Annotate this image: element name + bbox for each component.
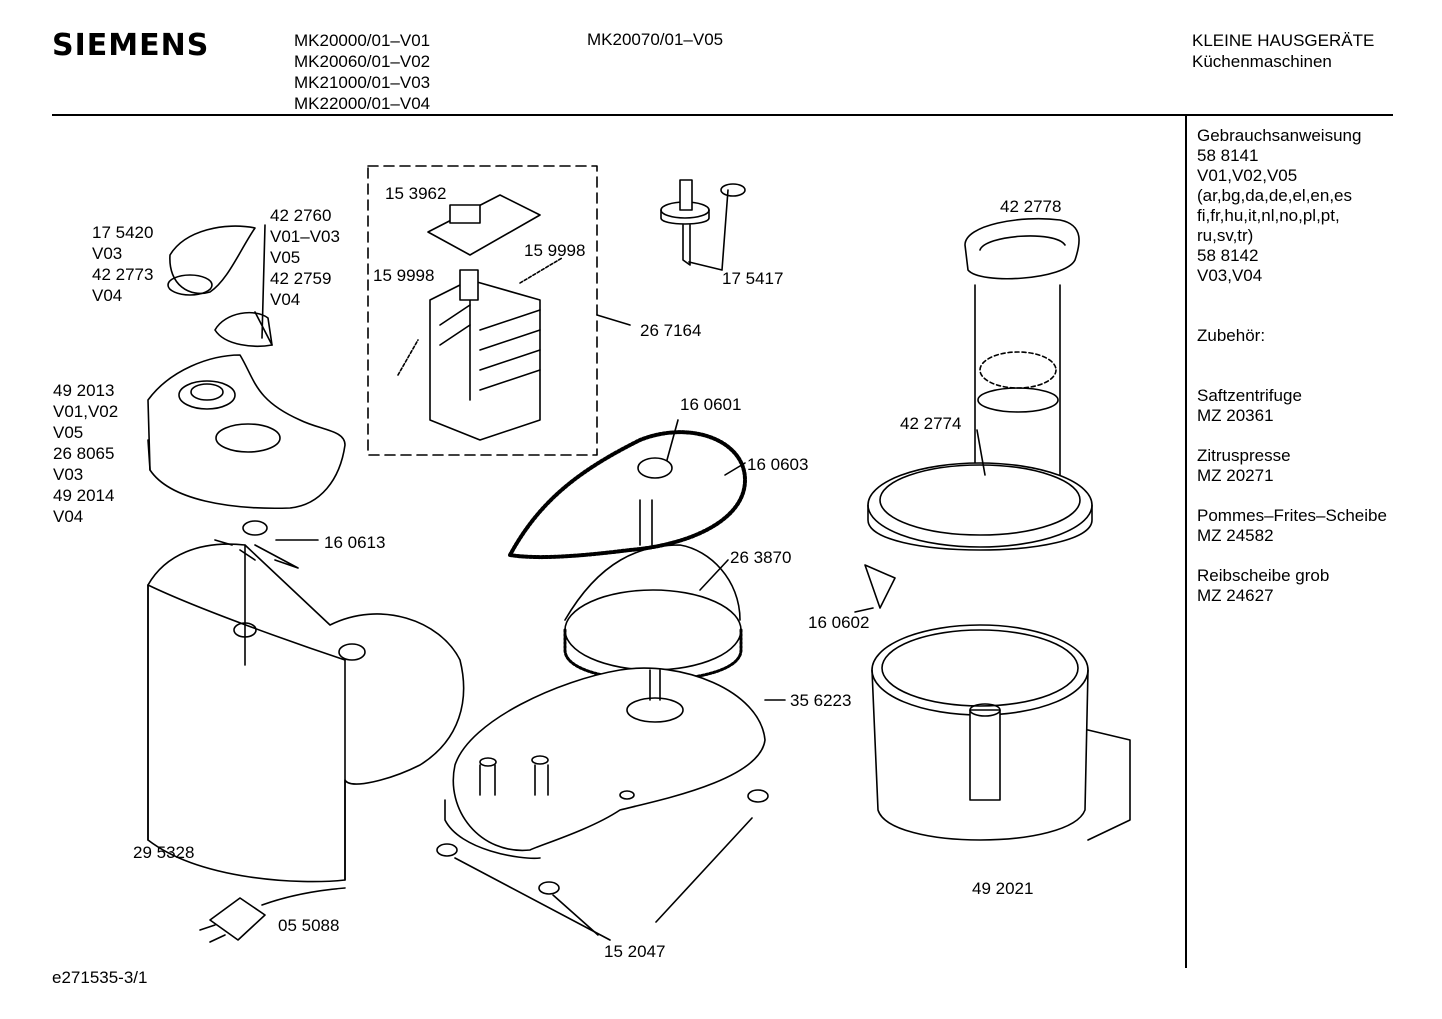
part-label-knob-small: 42 2760 V01–V03 V05 42 2759 V04 — [270, 205, 340, 310]
part-number: 42 2760 — [270, 206, 332, 225]
power-cord — [199, 887, 346, 943]
bowl-lid — [867, 462, 1093, 551]
part-label-belt: 16 0603 — [747, 455, 809, 474]
accessory-name: Pommes–Frites–Scheibe — [1197, 506, 1387, 525]
manual-line: (ar,bg,da,de,el,en,es — [1197, 186, 1353, 205]
part-variant: V01–V03 — [270, 227, 340, 246]
part-label-spring: 15 9998 — [373, 266, 435, 285]
circuit-board — [427, 194, 541, 256]
category-title: KLEINE HAUSGERÄTE — [1192, 31, 1375, 50]
mixing-bowl — [871, 624, 1131, 841]
part-number: 26 8065 — [53, 444, 115, 463]
part-variant: V04 — [53, 507, 84, 526]
header-divider — [52, 114, 1393, 116]
food-pusher — [974, 284, 1061, 491]
gear-shaft — [660, 179, 746, 266]
part-label-pusher: 42 2774 — [900, 414, 962, 433]
part-variant: V01,V02 — [53, 402, 119, 421]
part-number: 49 2013 — [53, 381, 115, 400]
spring — [397, 339, 419, 376]
accessory-code: MZ 24627 — [1197, 586, 1274, 605]
part-label-bowl: 49 2021 — [972, 879, 1034, 898]
model-number: MK22000/01–V04 — [294, 94, 431, 113]
leader-lines — [261, 189, 986, 941]
manual-line: V01,V02,V05 — [1197, 166, 1298, 185]
part-label-feet: 15 2047 — [604, 942, 666, 961]
spring-clip — [242, 520, 299, 569]
document-code: e271535-3/1 — [52, 968, 148, 987]
sidebar-info: Gebrauchsanweisung 58 8141 V01,V02,V05 (… — [1197, 126, 1387, 606]
part-label-housing: 29 5328 — [133, 843, 195, 862]
part-label-cord: 05 5088 — [278, 916, 340, 935]
knob-cap — [167, 225, 256, 296]
model-number: MK20060/01–V02 — [294, 52, 431, 71]
model-list: MK20000/01–V01 MK20060/01–V02 MK21000/01… — [294, 30, 430, 114]
motor-unit — [429, 269, 541, 441]
feed-lid — [964, 217, 1080, 280]
part-label-gear: 17 5417 — [722, 269, 784, 288]
manual-title: Gebrauchsanweisung — [1197, 126, 1362, 145]
part-label-motor: 26 7164 — [640, 321, 702, 340]
motor-assembly-frame — [367, 165, 598, 456]
part-number: 42 2773 — [92, 265, 154, 284]
part-label-knob-cap: 17 5420 V03 42 2773 V04 — [92, 222, 153, 306]
model-number: MK20000/01–V01 — [294, 31, 431, 50]
top-cover — [147, 354, 346, 510]
category-subtitle: Küchenmaschinen — [1192, 52, 1332, 71]
blade-insert — [864, 564, 896, 609]
manual-line: ru,sv,tr) — [1197, 226, 1254, 245]
part-label-base: 35 6223 — [790, 691, 852, 710]
part-number: 17 5420 — [92, 223, 154, 242]
exploded-view-drawing — [147, 165, 1131, 943]
drive-belt — [508, 430, 747, 560]
manual-line: V03,V04 — [1197, 266, 1263, 285]
accessory-code: MZ 20271 — [1197, 466, 1274, 485]
accessory-name: Zitruspresse — [1197, 446, 1291, 465]
part-label-spring: 15 9998 — [524, 241, 586, 260]
part-label-blade: 16 0602 — [808, 613, 870, 632]
category: KLEINE HAUSGERÄTE Küchenmaschinen — [1192, 30, 1374, 72]
accessory-name: Saftzentrifuge — [1197, 386, 1302, 405]
spring — [519, 257, 563, 284]
part-variant: V05 — [270, 248, 301, 267]
brand-logo: SIEMENS — [52, 28, 210, 63]
motor-base — [444, 667, 766, 860]
accessory-code: MZ 24582 — [1197, 526, 1274, 545]
part-variant: V03 — [92, 244, 123, 263]
accessories-title: Zubehör: — [1197, 326, 1266, 345]
model-number: MK21000/01–V03 — [294, 73, 431, 92]
part-variant: V03 — [53, 465, 84, 484]
manual-line: fi,fr,hu,it,nl,no,pl,pt, — [1197, 206, 1340, 225]
rubber-feet — [436, 789, 769, 895]
main-housing — [147, 539, 465, 883]
part-label-pcb: 15 3962 — [385, 184, 447, 203]
part-variant: V04 — [270, 290, 301, 309]
part-number: 42 2759 — [270, 269, 332, 288]
part-variant: V05 — [53, 423, 84, 442]
manual-line: 58 8141 — [1197, 146, 1259, 165]
sidebar-divider — [1185, 116, 1187, 968]
part-number: 49 2014 — [53, 486, 115, 505]
part-label-belt-top: 16 0601 — [680, 395, 742, 414]
part-label-lid: 42 2778 — [1000, 197, 1062, 216]
knob-small — [214, 311, 273, 347]
model-number: MK20070/01–V05 — [587, 30, 724, 49]
accessory-code: MZ 20361 — [1197, 406, 1274, 425]
part-variant: V04 — [92, 286, 123, 305]
part-label-clip: 16 0613 — [324, 533, 386, 552]
accessory-name: Reibscheibe grob — [1197, 566, 1330, 585]
part-label-top-cover: 49 2013 V01,V02 V05 26 8065 V03 49 2014 … — [53, 380, 118, 527]
part-label-pulley: 26 3870 — [730, 548, 792, 567]
manual-line: 58 8142 — [1197, 246, 1259, 265]
